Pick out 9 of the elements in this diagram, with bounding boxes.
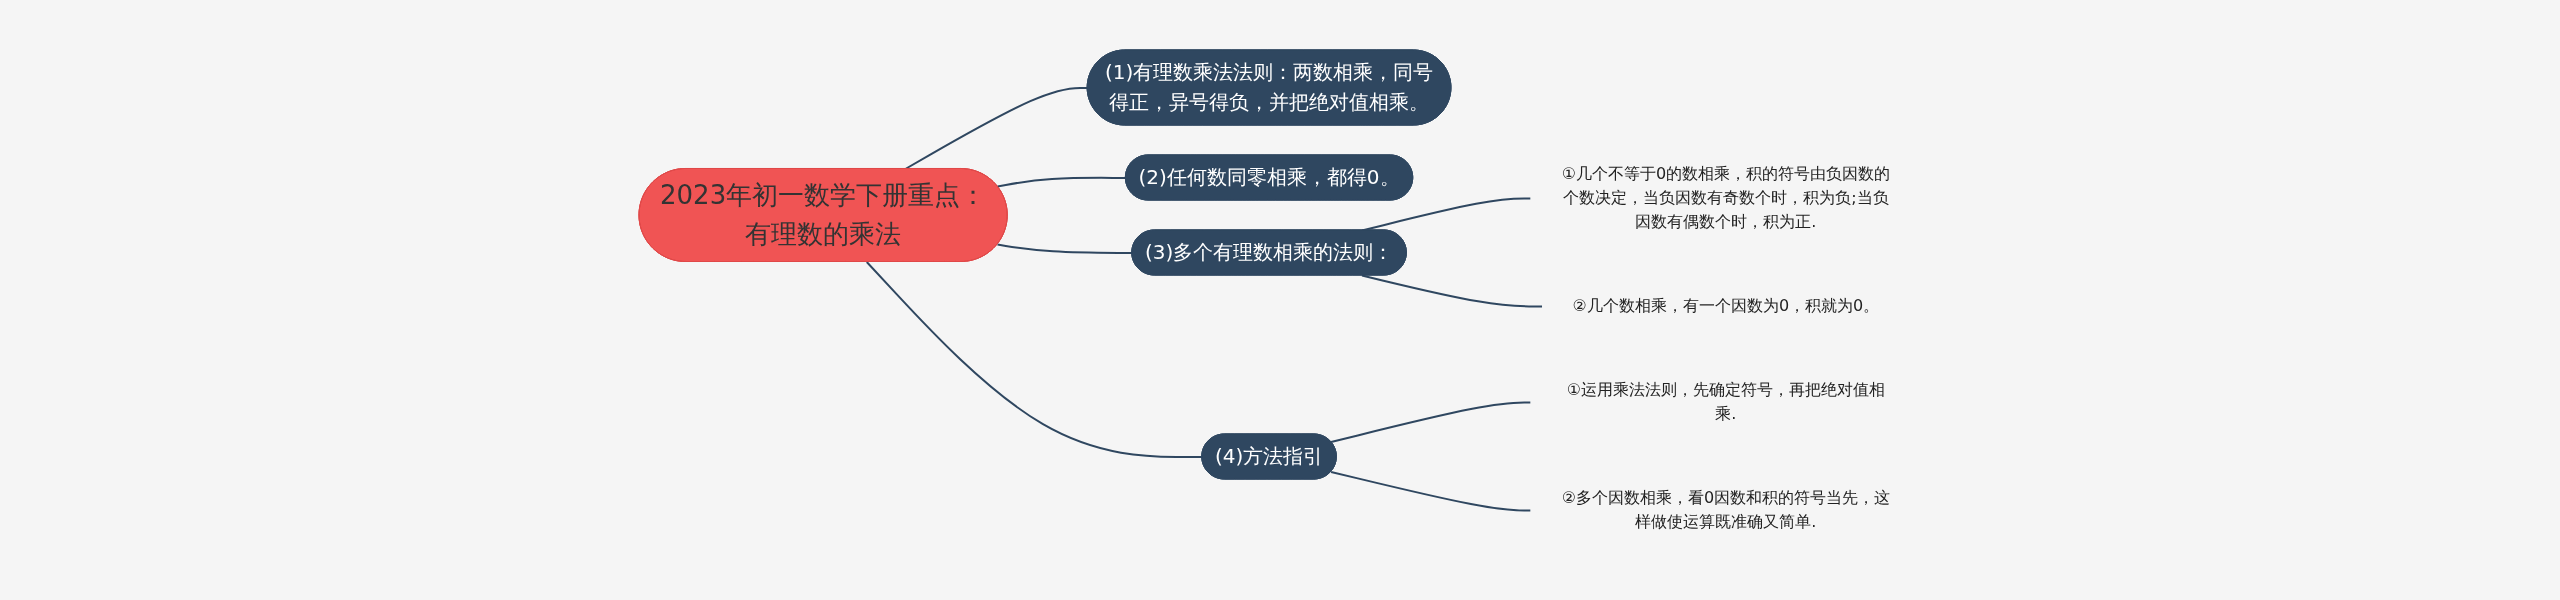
connector bbox=[1330, 401, 1532, 444]
node-text: ①几个不等于0的数相乘，积的符号由负因数的个数决定，当负因数有奇数个时，积为负;当负因数有偶数个时，积为正. bbox=[1561, 164, 1891, 232]
connector bbox=[1330, 471, 1532, 512]
node-text: ②几个数相乘，有一个因数为0，积就为0。 bbox=[1572, 296, 1880, 316]
connector bbox=[996, 177, 1127, 188]
node-text: ②多个因数相乘，看0因数和积的符号当先，这样做使运算既准确又简单. bbox=[1561, 488, 1891, 532]
connector bbox=[996, 243, 1134, 255]
connector bbox=[1361, 274, 1544, 308]
node-text: ①运用乘法法则，先确定符号，再把绝对值相乘. bbox=[1566, 380, 1886, 424]
